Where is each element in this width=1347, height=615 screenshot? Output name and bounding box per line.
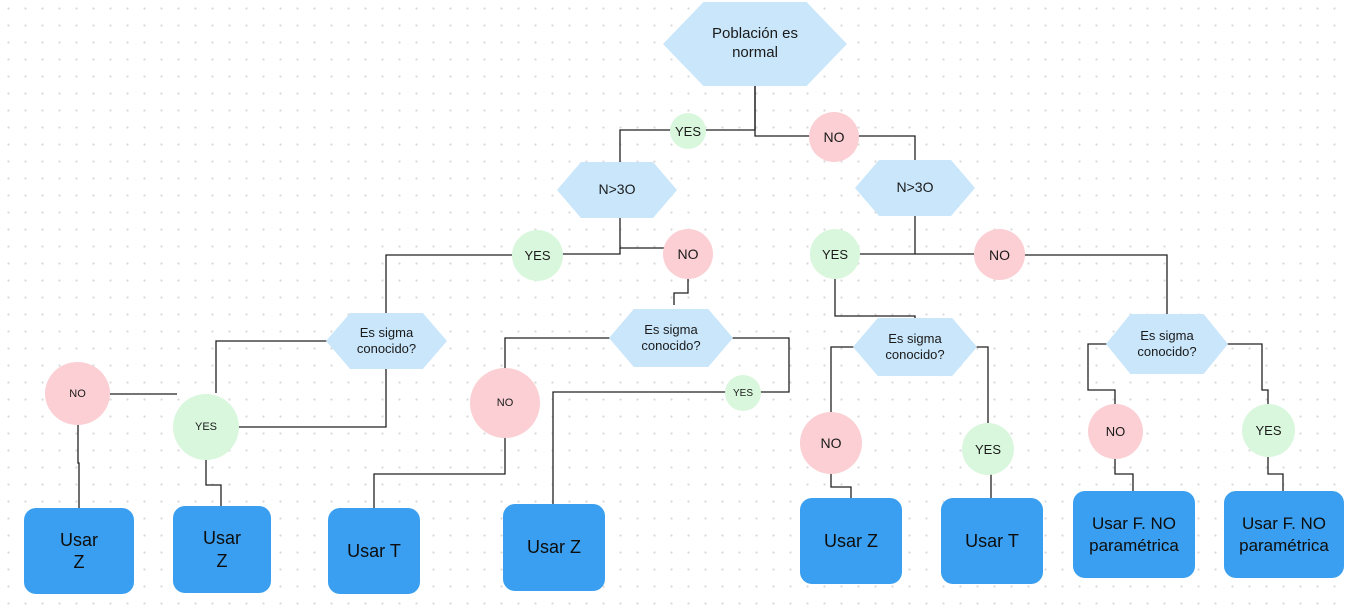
answer-yes-sigma-4: YES [1242,404,1295,457]
decision-n-mayor-30-left: N>3O [557,162,677,218]
result-usar-z-3: Usar Z [503,504,605,591]
connector-line [77,423,80,508]
connector-line [1087,343,1116,405]
connector-line [619,216,664,249]
decision-poblacion-normal: Población es normal [663,2,847,86]
result-usar-t-1: Usar T [328,508,420,594]
decision-sigma-conocido-3: Es sigma conocido? [853,318,977,376]
connector-line [1267,457,1284,491]
answer-no-sigma-1: NO [45,362,110,425]
diamond-shape [609,309,733,367]
diamond-shape [1106,314,1228,374]
connector-line [205,457,222,506]
decision-label: N>3O [598,181,636,198]
result-f-no-parametrica-2: Usar F. NO paramétrica [1224,491,1344,578]
diamond-shape [853,318,977,376]
connector-line [619,129,671,168]
connector-line [1226,343,1269,405]
answer-no-root: NO [809,112,859,162]
decision-label: Población es normal [712,25,798,61]
answer-yes-sigma-1: YES [173,394,239,460]
connector-line [731,337,790,393]
decision-n-mayor-30-right: N>3O [855,160,975,216]
connector-line [988,472,992,498]
connector-line [215,340,330,393]
connector-line [1024,254,1168,318]
result-usar-z-2: Usar Z [173,506,271,593]
decision-label: Es sigma conocido? [641,321,701,353]
connector-line [858,135,916,166]
result-usar-z-4: Usar Z [800,498,902,584]
connector-line [673,278,689,305]
connector-line [834,279,916,323]
connector-line [552,391,727,504]
decision-sigma-conocido-1: Es sigma conocido? [326,313,447,369]
answer-no-sigma-2: NO [470,368,540,438]
decision-label: N>3O [896,179,934,196]
decision-label: Es sigma conocido? [1137,327,1197,359]
connector-line [504,337,612,371]
connector-line [859,214,916,255]
answer-yes-sigma-2: YES [725,375,761,411]
answer-no-sigma-4: NO [1088,404,1143,459]
connector-line [1114,457,1134,491]
diamond-shape [326,313,447,369]
diamond-shape [663,2,847,86]
result-usar-t-2: Usar T [941,498,1043,584]
decision-sigma-conocido-2: Es sigma conocido? [609,309,733,367]
connector-line [975,346,989,425]
connector-line [830,473,852,498]
diamond-shape [557,162,677,218]
connector-line [385,254,512,318]
connector-line [705,85,756,131]
connector-line [238,367,387,428]
answer-yes-root: YES [670,113,706,149]
connector-line [754,85,810,137]
answer-yes-sigma-3: YES [962,423,1014,475]
connector-line [373,435,506,508]
answer-no-sigma-3: NO [800,412,862,474]
connector-line [562,248,621,255]
decision-sigma-conocido-4: Es sigma conocido? [1106,314,1228,374]
answer-yes-n-right: YES [810,229,860,279]
result-usar-z-1: Usar Z [24,508,134,594]
decision-label: Es sigma conocido? [885,330,945,362]
result-f-no-parametrica-1: Usar F. NO paramétrica [1073,491,1195,578]
answer-no-n-right: NO [974,229,1025,280]
answer-yes-n-left: YES [512,230,563,281]
diamond-shape [855,160,975,216]
connector-line [830,346,855,413]
answer-no-n-left: NO [663,229,713,279]
decision-label: Es sigma conocido? [356,324,417,356]
